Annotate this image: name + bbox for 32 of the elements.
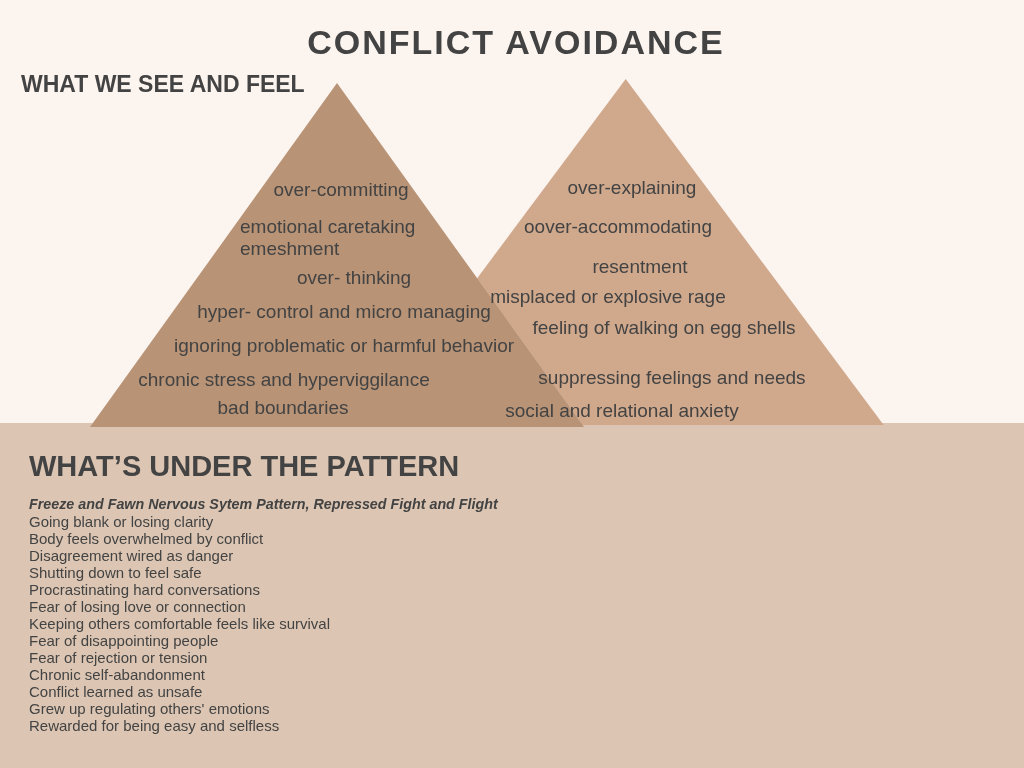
section-heading: WHAT WE SEE AND FEEL xyxy=(21,70,305,98)
list-item: Fear of losing love or connection xyxy=(29,597,246,615)
subheading: Freeze and Fawn Nervous Sytem Pattern, Repressed Fight and Flight xyxy=(29,495,498,513)
list-item: Grew up regulating others' emotions xyxy=(29,699,270,717)
list-item: Fear of rejection or tension xyxy=(29,648,208,666)
list-item: Rewarded for being easy and selfless xyxy=(29,716,280,734)
pyramid-label: over- thinking xyxy=(296,267,412,289)
title: CONFLICT AVOIDANCE xyxy=(307,22,725,62)
pyramid-label: emotional caretaking emeshment xyxy=(240,216,417,260)
list-item: Chronic self-abandonment xyxy=(29,665,205,683)
pyramid-label: social and relational anxiety xyxy=(505,400,739,422)
pyramid-label: ignoring problematic or harmful behavior xyxy=(173,335,515,357)
pyramid-label: resentment xyxy=(592,256,688,278)
list-item: Going blank or losing clarity xyxy=(29,512,214,530)
list-item: Conflict learned as unsafe xyxy=(29,682,203,700)
pyramid-label: over-explaining xyxy=(567,177,697,199)
list-item: Shutting down to feel safe xyxy=(29,563,202,581)
list-item: Fear of disappointing people xyxy=(29,631,219,649)
pyramid-label: oover-accommodating xyxy=(524,216,712,238)
section-heading: WHAT’S UNDER THE PATTERN xyxy=(29,449,460,483)
pyramid-label: hyper- control and micro managing xyxy=(197,301,491,323)
pyramid-label: misplaced or explosive rage xyxy=(490,286,726,308)
pyramid-label: suppressing feelings and needs xyxy=(538,367,806,389)
list-item: Procrastinating hard conversations xyxy=(29,580,260,598)
panel xyxy=(0,423,1024,768)
list-item: Disagreement wired as danger xyxy=(29,546,234,564)
list-item: Body feels overwhelmed by conflict xyxy=(29,529,264,547)
pyramid-label: over-committing xyxy=(273,179,409,201)
pyramid-label: bad boundaries xyxy=(217,397,349,419)
list-item: Keeping others comfortable feels like survival xyxy=(29,614,330,632)
pyramid-label: chronic stress and hyperviggilance xyxy=(138,369,430,391)
pyramid-label: feeling of walking on egg shells xyxy=(532,317,796,339)
